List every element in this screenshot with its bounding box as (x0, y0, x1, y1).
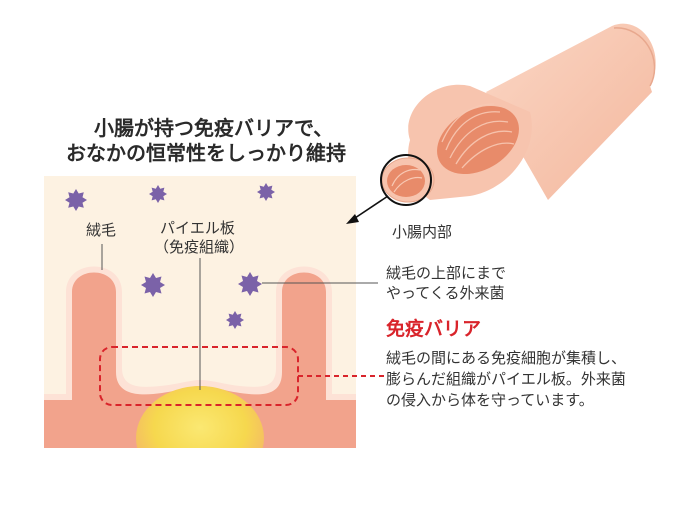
spiky-germ-icon (226, 311, 244, 329)
spiky-germ-icon (149, 185, 167, 203)
bacteria-group (65, 183, 275, 329)
villi-label: 絨毛 (86, 221, 117, 239)
spiky-germ-icon (257, 183, 275, 201)
arrow-icon (346, 195, 389, 224)
spiky-germ-icon (141, 273, 165, 297)
bacteria-label-line-1: 絨毛の上部にまで (386, 264, 507, 282)
barrier-desc-line-2: 膨らんだ組織がパイエル板。外来菌 (386, 370, 626, 388)
title-line-2: おなかの恒常性をしっかり維持 (66, 141, 346, 165)
peyer-label-line-1: パイエル板 (160, 219, 235, 237)
barrier-desc-line-1: 絨毛の間にある免疫細胞が集積し、 (386, 349, 627, 367)
spiky-germ-icon (65, 189, 87, 211)
title-line-1: 小腸が持つ免疫バリアで、 (94, 116, 334, 140)
immune-barrier-heading: 免疫バリア (386, 318, 482, 340)
intestine-tube (380, 23, 656, 206)
peyer-label-line-2: （免疫組織） (154, 238, 245, 256)
bacteria-label-line-2: やってくる外来菌 (386, 284, 505, 302)
immune-barrier-box (99, 346, 299, 406)
magnifier-circle (380, 154, 432, 206)
spiky-germ-icon (238, 272, 262, 296)
intestine-inside-label: 小腸内部 (392, 223, 453, 241)
barrier-desc-line-3: の侵入から体を守っています。 (386, 391, 594, 409)
peyer-patch (136, 386, 264, 448)
